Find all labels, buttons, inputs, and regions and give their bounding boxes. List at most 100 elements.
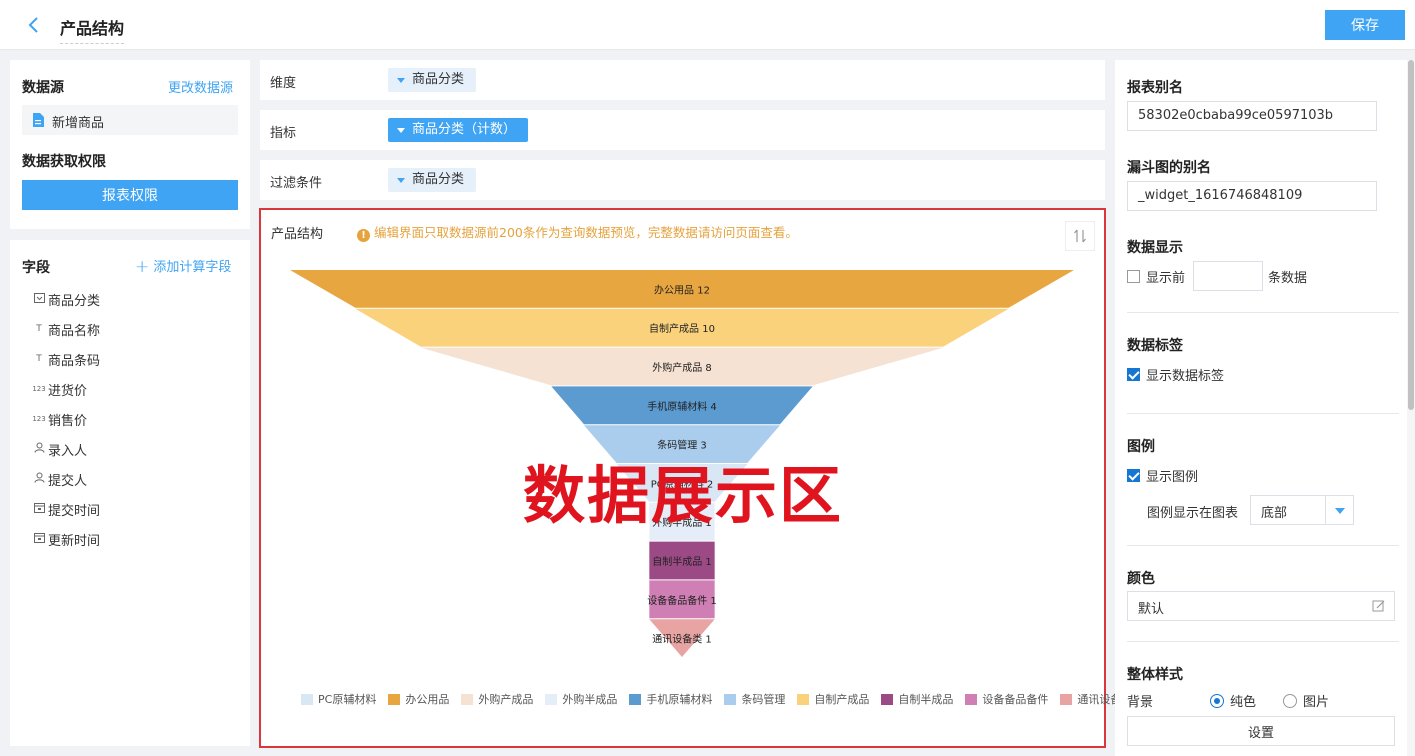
legend-position-value: 底部: [1261, 506, 1288, 521]
funnel-segment[interactable]: [649, 541, 715, 580]
metric-tag[interactable]: 商品分类（计数）: [388, 118, 529, 142]
person-icon: [30, 472, 48, 486]
metric-tag-label: 商品分类（计数）: [412, 122, 517, 137]
legend-item[interactable]: 设备备品备件: [965, 691, 1048, 707]
legend-swatch: [881, 693, 894, 705]
back-arrow-icon[interactable]: [22, 13, 46, 37]
funnel-segment[interactable]: [551, 386, 813, 425]
show-data-label-text: 显示数据标签: [1146, 369, 1225, 384]
funnel-alias-input[interactable]: _widget_1616746848109: [1127, 181, 1377, 211]
legend-item[interactable]: 外购产成品: [461, 691, 533, 707]
data-display-label: 数据显示: [1127, 240, 1183, 256]
report-alias-input[interactable]: 58302e0cbaba99ce0597103b: [1127, 101, 1377, 131]
legend-swatch: [545, 693, 558, 705]
dimension-tag[interactable]: 商品分类: [388, 68, 477, 92]
calendar-icon: [30, 502, 48, 516]
settings-scrollbar[interactable]: [1407, 60, 1415, 756]
row-count-input[interactable]: [1193, 261, 1263, 291]
color-picker[interactable]: 默认: [1127, 591, 1395, 621]
preview-warning: !编辑界面只取数据源前200条作为查询数据预览，完整数据请访问页面查看。: [357, 222, 798, 242]
funnel-segment[interactable]: [420, 347, 944, 386]
legend-label: 条码管理: [741, 693, 786, 706]
chart-title: 产品结构: [271, 227, 324, 242]
funnel-segment[interactable]: [649, 580, 715, 619]
color-value: 默认: [1138, 602, 1165, 617]
chart-legend: PC原辅材料办公用品外购产成品外购半成品 手机原辅材料 条码管理 自制产成品自制半成品…: [301, 691, 1132, 707]
funnel-segment[interactable]: [290, 270, 1074, 308]
legend-label: 手机原辅材料: [646, 693, 713, 706]
show-first-checkbox[interactable]: 显示前: [1127, 267, 1185, 286]
show-first-label: 显示前: [1146, 271, 1186, 286]
filter-tag-label: 商品分类: [412, 172, 465, 187]
legend-label: 自制产成品: [814, 693, 870, 706]
legend-position-select[interactable]: 底部: [1250, 495, 1354, 525]
bg-image-radio[interactable]: 图片: [1283, 691, 1329, 710]
field-label: 商品分类: [48, 293, 101, 309]
legend-swatch: [388, 693, 401, 705]
field-item[interactable]: 提交人: [30, 464, 240, 494]
legend-swatch: [629, 693, 642, 705]
datasource-title: 数据源: [22, 80, 64, 96]
field-item[interactable]: T 商品条码: [30, 344, 240, 374]
radio-unselected: [1283, 693, 1297, 708]
funnel-segment[interactable]: [616, 464, 748, 502]
bg-solid-radio[interactable]: 纯色: [1210, 691, 1256, 710]
style-settings-button[interactable]: 设置: [1127, 716, 1395, 746]
datasource-item[interactable]: 新增商品: [22, 105, 238, 135]
funnel-segment-label: 自制产成品 10: [649, 322, 715, 335]
color-title: 颜色: [1127, 571, 1155, 587]
legend-swatch: [1060, 693, 1073, 705]
sort-icon: [1074, 229, 1086, 243]
field-item[interactable]: 提交时间: [30, 494, 240, 524]
legend-item[interactable]: PC原辅材料: [301, 691, 376, 707]
legend-item[interactable]: 条码管理: [724, 691, 785, 707]
funnel-segment-label: 外购半成品 1: [652, 516, 712, 529]
text-type-icon: T: [36, 324, 42, 334]
dimension-row: 维度 商品分类: [260, 60, 1105, 100]
scrollbar-thumb[interactable]: [1408, 60, 1414, 410]
preview-warning-text: 编辑界面只取数据源前200条作为查询数据预览，完整数据请访问页面查看。: [374, 225, 798, 240]
save-button[interactable]: 保存: [1325, 10, 1405, 40]
report-alias-label: 报表别名: [1127, 80, 1183, 96]
field-item[interactable]: 更新时间: [30, 524, 240, 554]
legend-item[interactable]: 自制半成品: [881, 691, 953, 707]
field-item[interactable]: 录入人: [30, 434, 240, 464]
funnel-segment[interactable]: [649, 619, 715, 657]
add-calculated-field-label: 添加计算字段: [153, 260, 232, 275]
show-legend-checkbox[interactable]: 显示图例: [1127, 466, 1198, 485]
metric-label: 指标: [270, 126, 297, 141]
legend-item[interactable]: 办公用品: [388, 691, 449, 707]
funnel-segment-label: 设备备品备件 1: [647, 594, 717, 607]
divider: [1127, 413, 1399, 414]
page-title[interactable]: 产品结构: [60, 15, 125, 44]
bg-image-label: 图片: [1303, 695, 1330, 710]
add-calculated-field-link[interactable]: + 添加计算字段: [135, 256, 231, 277]
sort-button[interactable]: [1065, 221, 1095, 251]
funnel-segment-label: 手机原辅材料 4: [647, 400, 717, 413]
field-item[interactable]: 123 进货价: [30, 374, 240, 404]
report-permission-button[interactable]: 报表权限: [22, 180, 238, 210]
document-icon: [32, 113, 44, 131]
field-label: 录入人: [48, 443, 88, 459]
legend-item[interactable]: 外购半成品: [545, 691, 617, 707]
dimension-tag-label: 商品分类: [412, 72, 465, 87]
funnel-segment[interactable]: [584, 425, 780, 463]
checkbox-checked: [1127, 469, 1140, 482]
filter-tag[interactable]: 商品分类: [388, 168, 477, 192]
show-data-label-checkbox[interactable]: 显示数据标签: [1127, 365, 1224, 384]
funnel-alias-label: 漏斗图的别名: [1127, 160, 1211, 176]
plus-icon: +: [135, 257, 150, 277]
funnel-segment[interactable]: [649, 502, 715, 541]
divider: [1127, 641, 1399, 642]
funnel-segment[interactable]: [355, 308, 1009, 347]
field-label: 提交时间: [48, 503, 101, 519]
category-icon: [30, 292, 48, 306]
legend-item[interactable]: 手机原辅材料: [629, 691, 712, 707]
datasource-item-label: 新增商品: [52, 116, 105, 131]
field-item[interactable]: 123 销售价: [30, 404, 240, 434]
change-datasource-link[interactable]: 更改数据源: [168, 81, 234, 96]
radio-selected: [1210, 693, 1224, 708]
field-item[interactable]: 商品分类: [30, 284, 240, 314]
legend-item[interactable]: 自制产成品: [797, 691, 869, 707]
field-item[interactable]: T 商品名称: [30, 314, 240, 344]
